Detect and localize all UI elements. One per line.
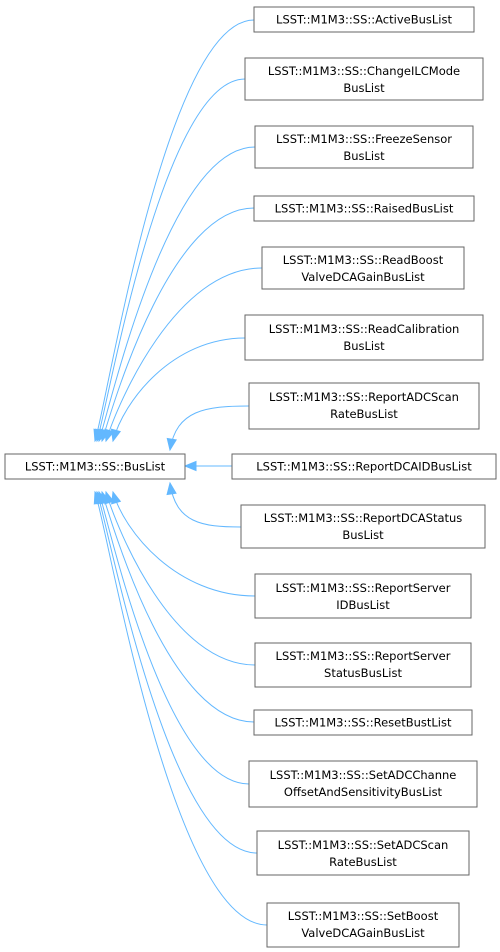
- inheritance-edge: [169, 405, 250, 451]
- derived-class-box[interactable]: LSST::M1M3::SS::ChangeILCMode BusList: [244, 57, 484, 101]
- derived-class-label-line2: OffsetAndSensitivityBusList: [284, 785, 443, 799]
- derived-class-label: LSST::M1M3::SS::ResetBustList: [275, 716, 452, 730]
- derived-class-rect: [248, 382, 480, 430]
- derived-class-label-line2: StatusBusList: [324, 666, 402, 680]
- inheritance-edge: [101, 207, 255, 442]
- derived-class-rect: [240, 504, 486, 549]
- derived-class-label-line1: LSST::M1M3::SS::SetBoost: [288, 909, 439, 923]
- derived-class-label-line2: BusList: [342, 528, 384, 542]
- derived-class-label-line1: LSST::M1M3::SS::ReportServer: [276, 649, 451, 663]
- derived-class-rect: [253, 195, 475, 222]
- derived-class-label-line2: ValveDCAGainBusList: [301, 926, 425, 940]
- derived-class-box[interactable]: LSST::M1M3::SS::SetBoost ValveDCAGainBus…: [266, 902, 460, 948]
- inheritance-edge: [112, 491, 256, 597]
- inheritance-edge: [98, 491, 250, 785]
- inheritance-arrowhead: [166, 437, 177, 452]
- inheritance-edge: [96, 491, 258, 854]
- derived-class-label: LSST::M1M3::SS::RaisedBusList: [275, 202, 454, 216]
- derived-class-label: LSST::M1M3::SS::ActiveBusList: [276, 13, 452, 27]
- derived-class-label: LSST::M1M3::SS::ReportDCAIDBusList: [256, 460, 472, 474]
- derived-class-label-line2: BusList: [343, 81, 385, 95]
- derived-class-rect: [254, 125, 474, 169]
- derived-class-label-line2: IDBusList: [336, 598, 390, 612]
- derived-class-rect: [256, 830, 470, 876]
- inheritance-arrowhead: [111, 490, 122, 505]
- derived-class-rect: [253, 6, 475, 33]
- derived-class-label-line2: BusList: [343, 149, 385, 163]
- base-class-box[interactable]: LSST::M1M3::SS::BusList: [4, 453, 186, 480]
- derived-class-box[interactable]: LSST::M1M3::SS::ReportDCAStatus BusList: [240, 504, 486, 549]
- derived-class-box[interactable]: LSST::M1M3::SS::ReadBoost ValveDCAGainBu…: [261, 246, 465, 290]
- inheritance-edge: [94, 491, 268, 926]
- derived-class-box[interactable]: LSST::M1M3::SS::FreezeSensor BusList: [254, 125, 474, 169]
- derived-class-label-line1: LSST::M1M3::SS::SetADCChanne: [270, 768, 457, 782]
- inheritance-edge: [101, 491, 255, 723]
- derived-class-rect: [231, 453, 497, 480]
- base-class-label: LSST::M1M3::SS::BusList: [25, 460, 166, 474]
- inheritance-edge: [169, 482, 242, 528]
- derived-class-label-line1: LSST::M1M3::SS::SetADCScan: [278, 838, 449, 852]
- derived-class-box[interactable]: LSST::M1M3::SS::RaisedBusList: [253, 195, 475, 222]
- derived-class-rect: [254, 642, 472, 688]
- derived-class-label-line1: LSST::M1M3::SS::FreezeSensor: [276, 132, 452, 146]
- inheritance-edge: [112, 337, 246, 442]
- derived-class-label-line1: LSST::M1M3::SS::ReportADCScan: [269, 390, 459, 404]
- inheritance-edge: [105, 267, 263, 442]
- derived-class-rect: [253, 709, 473, 736]
- derived-class-rect: [244, 314, 484, 361]
- derived-class-label-line2: RateBusList: [330, 407, 398, 421]
- derived-class-label-line1: LSST::M1M3::SS::ReportDCAStatus: [264, 511, 463, 525]
- derived-class-rect: [244, 57, 484, 101]
- derived-class-box[interactable]: LSST::M1M3::SS::ReportServer StatusBusLi…: [254, 642, 472, 688]
- edges: [93, 19, 268, 926]
- derived-class-label-line1: LSST::M1M3::SS::ReadCalibration: [269, 322, 460, 336]
- derived-class-label-line1: LSST::M1M3::SS::ReportServer: [276, 581, 451, 595]
- derived-class-label-line1: LSST::M1M3::SS::ReadBoost: [283, 253, 444, 267]
- inheritance-edge: [96, 78, 246, 442]
- derived-class-label-line2: ValveDCAGainBusList: [301, 270, 425, 284]
- derived-class-box[interactable]: LSST::M1M3::SS::SetADCScan RateBusList: [256, 830, 470, 876]
- derived-class-box[interactable]: LSST::M1M3::SS::ResetBustList: [253, 709, 473, 736]
- derived-class-rect: [254, 573, 472, 619]
- derived-class-rect: [266, 902, 460, 948]
- derived-class-label-line1: LSST::M1M3::SS::ChangeILCMode: [268, 64, 460, 78]
- inheritance-arrowhead: [166, 481, 177, 496]
- derived-class-label-line2: RateBusList: [329, 855, 397, 869]
- base-class-rect: [4, 453, 186, 480]
- derived-class-label-line2: BusList: [343, 339, 385, 353]
- derived-class-box[interactable]: LSST::M1M3::SS::ReportDCAIDBusList: [231, 453, 497, 480]
- inheritance-arrowhead: [93, 490, 104, 505]
- derived-class-rect: [261, 246, 465, 290]
- derived-class-box[interactable]: LSST::M1M3::SS::ReadCalibration BusList: [244, 314, 484, 361]
- inheritance-arrowhead: [183, 460, 197, 472]
- derived-class-box[interactable]: LSST::M1M3::SS::ActiveBusList: [253, 6, 475, 33]
- derived-class-box[interactable]: LSST::M1M3::SS::ReportServer IDBusList: [254, 573, 472, 619]
- inheritance-edge: [98, 146, 256, 442]
- derived-class-rect: [248, 760, 478, 808]
- inheritance-edge: [94, 19, 255, 442]
- inheritance-arrowhead: [110, 428, 122, 443]
- derived-class-box[interactable]: LSST::M1M3::SS::ReportADCScan RateBusLis…: [248, 382, 480, 430]
- derived-class-box[interactable]: LSST::M1M3::SS::SetADCChanne OffsetAndSe…: [248, 760, 478, 808]
- inheritance-edge: [105, 491, 256, 666]
